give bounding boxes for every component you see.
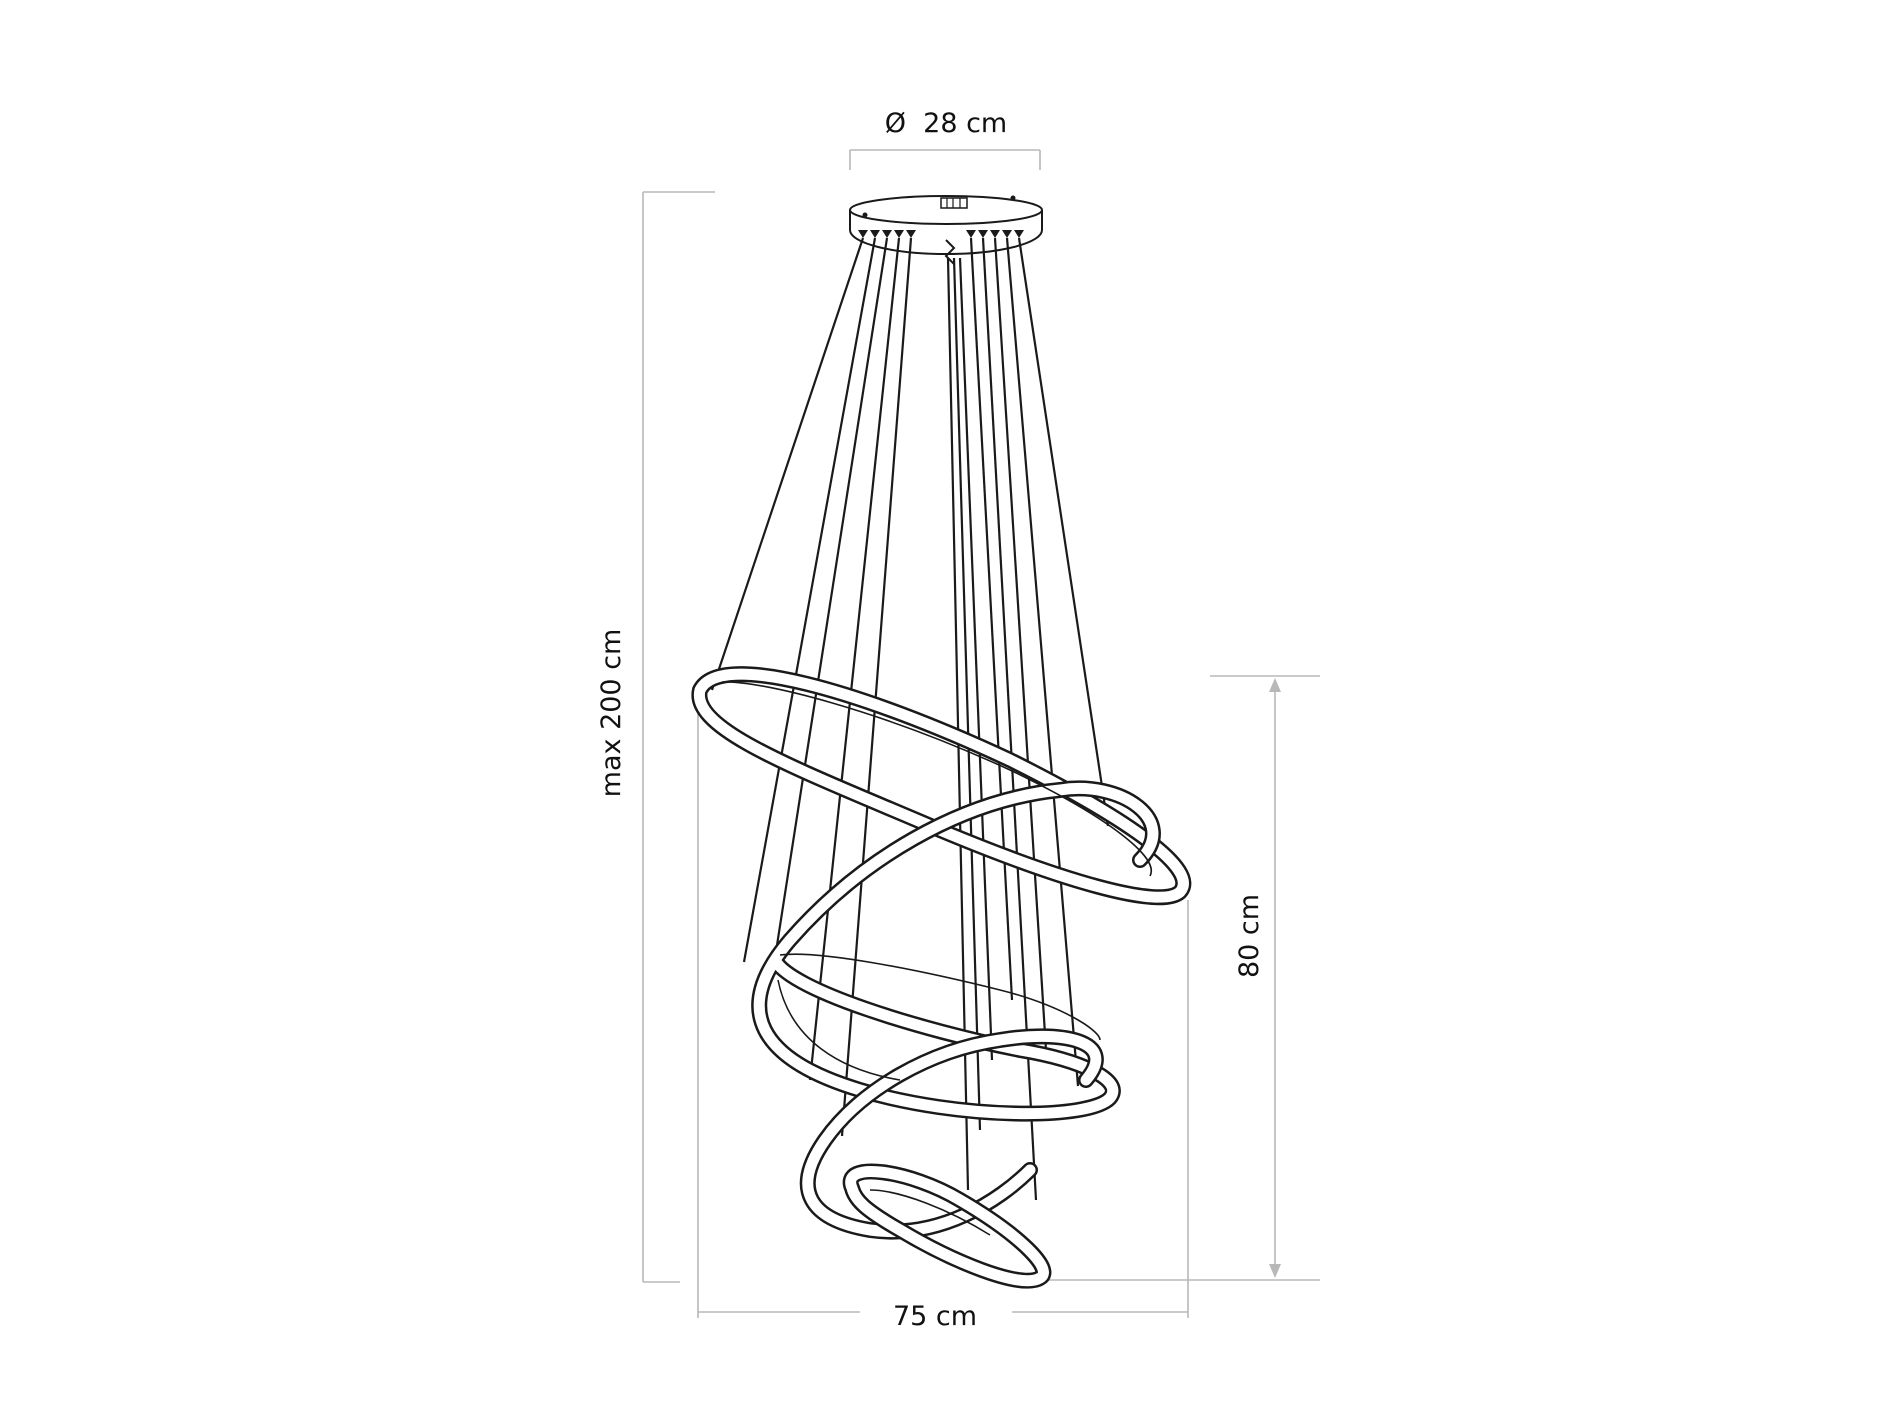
- body-width-label: 75 cm: [893, 1301, 977, 1332]
- dimension-lines: [642, 149, 1320, 1318]
- body-height-label: 80 cm: [1234, 894, 1265, 978]
- spiral-ring-lower-middle: [799, 1028, 1104, 1240]
- ring-inner-lines: [721, 681, 1153, 1236]
- spiral-ring-top: [691, 666, 1192, 906]
- max-height-label: max 200 cm: [596, 629, 627, 798]
- canopy-diameter-label: Ø 28 cm: [885, 108, 1008, 139]
- spiral-ring-upper-middle: [751, 780, 1161, 1122]
- ceiling-canopy: [849, 195, 1043, 265]
- spiral-ring-bottom: [842, 1163, 1052, 1289]
